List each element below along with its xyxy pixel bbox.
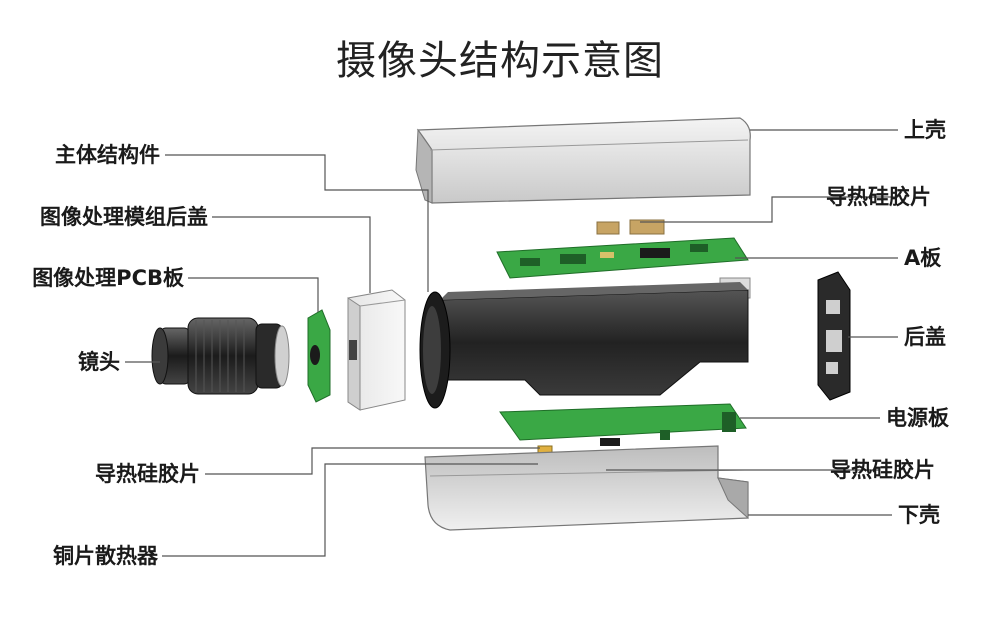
label-image-module-cover: 图像处理模组后盖 bbox=[40, 205, 208, 229]
label-thermal-pad-bottom: 导热硅胶片 bbox=[830, 458, 935, 482]
lens-part bbox=[151, 317, 290, 395]
label-rear-cover: 后盖 bbox=[904, 325, 946, 349]
power-board-part bbox=[499, 403, 747, 446]
label-thermal-pad-left: 导热硅胶片 bbox=[95, 462, 200, 486]
label-thermal-pad-top: 导热硅胶片 bbox=[826, 185, 931, 209]
image-module-cover-part bbox=[347, 289, 406, 411]
leader-lines bbox=[125, 129, 898, 557]
label-copper-heatsink: 铜片散热器 bbox=[53, 544, 158, 568]
label-lens: 镜头 bbox=[78, 350, 120, 374]
label-upper-shell: 上壳 bbox=[904, 118, 946, 142]
main-body-part bbox=[419, 282, 749, 409]
lower-shell-part bbox=[424, 445, 749, 531]
image-pcb-part bbox=[307, 309, 331, 403]
label-power-board: 电源板 bbox=[886, 406, 949, 430]
diagram-title: 摄像头结构示意图 bbox=[336, 38, 664, 84]
label-main-structure: 主体结构件 bbox=[55, 143, 160, 167]
upper-shell-part bbox=[415, 117, 751, 204]
thermal-pad-top-part bbox=[596, 219, 665, 235]
label-a-board: A板 bbox=[904, 246, 942, 270]
label-image-pcb: 图像处理PCB板 bbox=[32, 266, 184, 290]
label-lower-shell: 下壳 bbox=[898, 503, 940, 527]
rear-cover-part bbox=[817, 271, 851, 401]
